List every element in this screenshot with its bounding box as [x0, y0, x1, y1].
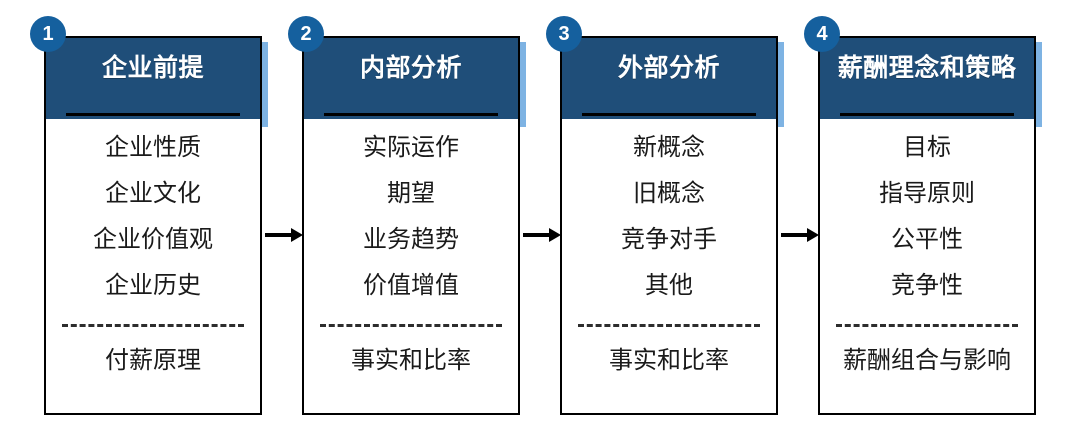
list-item: 企业历史: [105, 272, 201, 299]
step-badge-number: 1: [42, 23, 54, 45]
list-item: 企业文化: [105, 180, 201, 207]
step-card-title: 企业前提: [101, 54, 204, 82]
list-item: 竞争对手: [621, 226, 717, 253]
step-card-header: 内部分析: [302, 36, 520, 121]
header-underline-rule: [324, 113, 498, 116]
list-item: 旧概念: [633, 180, 705, 207]
step-badge-number: 4: [816, 23, 828, 45]
list-item: 企业价值观: [93, 226, 213, 253]
arrow-shaft: [523, 233, 551, 237]
arrow-right-icon: [265, 228, 303, 242]
dashed-divider: [62, 324, 244, 327]
step-card-body: 新概念 旧概念 竞争对手 其他 事实和比率: [560, 119, 778, 415]
list-item: 新概念: [633, 134, 705, 161]
list-item: 目标: [903, 134, 951, 161]
card-footer-item: 事实和比率: [351, 347, 471, 374]
header-underline-rule: [66, 113, 240, 116]
header-underline-rule: [840, 113, 1014, 116]
dashed-divider: [320, 324, 502, 327]
dashed-divider: [578, 324, 760, 327]
card-footer-item: 事实和比率: [609, 347, 729, 374]
list-item: 业务趋势: [363, 226, 459, 253]
step-card-header: 外部分析: [560, 36, 778, 121]
step-card-body: 实际运作 期望 业务趋势 价值增值 事实和比率: [302, 119, 520, 415]
step-badge-4: 4: [804, 16, 840, 52]
step-badge-2: 2: [288, 16, 324, 52]
list-item: 实际运作: [363, 134, 459, 161]
step-badge-number: 3: [558, 23, 570, 45]
header-underline-rule: [582, 113, 756, 116]
step-card-header: 薪酬理念和策略: [818, 36, 1036, 121]
arrow-shaft: [265, 233, 293, 237]
list-item: 指导原则: [879, 180, 975, 207]
list-item: 其他: [645, 272, 693, 299]
arrow-head: [291, 228, 303, 242]
step-badge-1: 1: [30, 16, 66, 52]
step-card-title: 薪酬理念和策略: [837, 54, 1017, 82]
arrow-right-icon: [523, 228, 561, 242]
list-item: 价值增值: [363, 272, 459, 299]
list-item: 期望: [387, 180, 435, 207]
arrow-shaft: [781, 233, 809, 237]
step-card-body: 目标 指导原则 公平性 竞争性 薪酬组合与影响: [818, 119, 1036, 415]
step-card-title: 内部分析: [359, 54, 462, 82]
step-card-header: 企业前提: [44, 36, 262, 121]
step-card-2[interactable]: 内部分析 实际运作 期望 业务趋势 价值增值 事实和比率: [302, 36, 526, 415]
step-badge-number: 2: [300, 23, 312, 45]
step-card-title: 外部分析: [617, 54, 720, 82]
step-badge-3: 3: [546, 16, 582, 52]
list-item: 竞争性: [891, 272, 963, 299]
list-item: 企业性质: [105, 134, 201, 161]
arrow-head: [807, 228, 819, 242]
arrow-head: [549, 228, 561, 242]
arrow-right-icon: [781, 228, 819, 242]
step-card-1[interactable]: 企业前提 企业性质 企业文化 企业价值观 企业历史 付薪原理: [44, 36, 268, 415]
card-footer-item: 薪酬组合与影响: [843, 347, 1011, 374]
dashed-divider: [836, 324, 1018, 327]
list-item: 公平性: [891, 226, 963, 253]
card-footer-item: 付薪原理: [105, 347, 201, 374]
step-card-body: 企业性质 企业文化 企业价值观 企业历史 付薪原理: [44, 119, 262, 415]
step-card-3[interactable]: 外部分析 新概念 旧概念 竞争对手 其他 事实和比率: [560, 36, 784, 415]
step-card-4[interactable]: 薪酬理念和策略 目标 指导原则 公平性 竞争性 薪酬组合与影响: [818, 36, 1042, 415]
